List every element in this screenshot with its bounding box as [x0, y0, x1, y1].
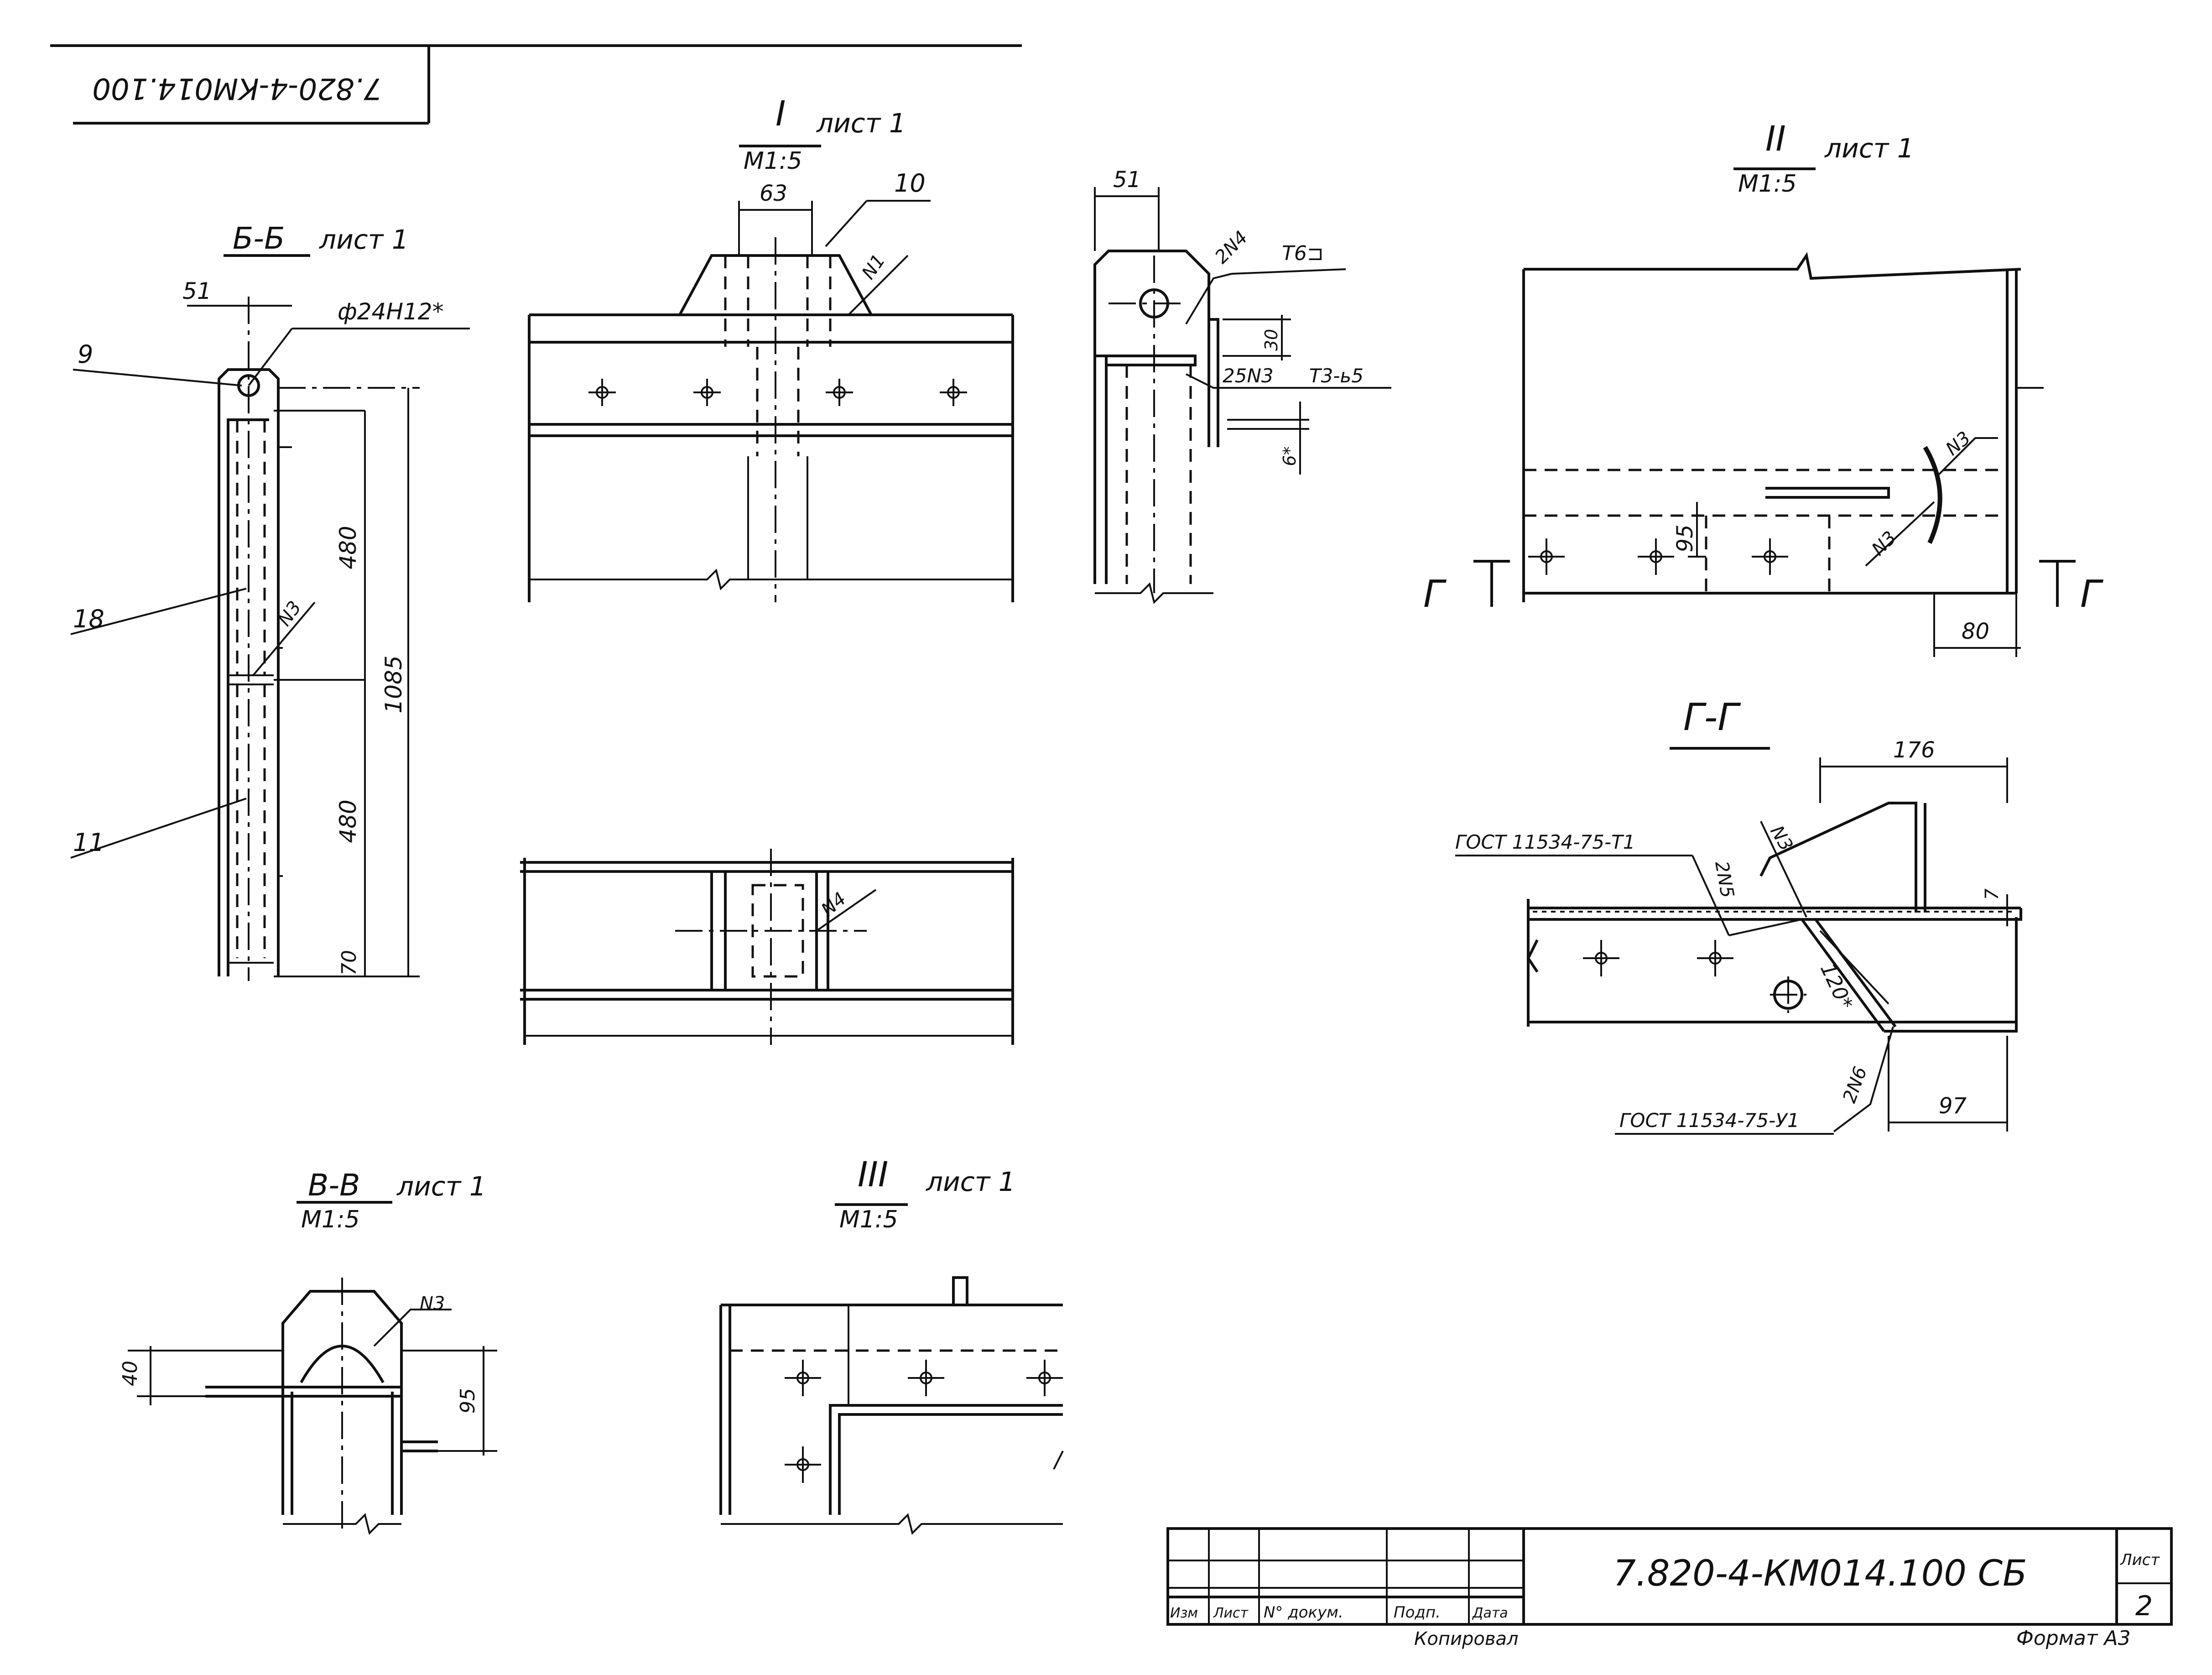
section-gg-title: Г-Г	[1683, 696, 1741, 739]
dim-51a: 51	[182, 278, 212, 304]
view-i-title: I	[776, 93, 786, 134]
bolt-holes-ii	[1528, 538, 1788, 575]
weld-n3e: N3	[420, 1293, 445, 1314]
weld-n4: N4	[817, 888, 850, 921]
pos-11: 11	[73, 828, 104, 857]
view-vv: В-В лист 1 M1:5 40 95 N3	[119, 1168, 497, 1535]
weld-n3d: N3	[1766, 822, 1797, 855]
dim-6: 6*	[1280, 446, 1300, 466]
view-iii: III лист 1 M1:5	[719, 1154, 1064, 1535]
dim-97: 97	[1939, 1093, 1967, 1119]
view-iii-title: III	[858, 1154, 888, 1195]
dim-7: 7	[1982, 888, 2003, 900]
bolt-holes-iii	[785, 1360, 1063, 1483]
bolt-holes-gg	[1583, 940, 1733, 976]
title-block: Изм Лист N° докум. Подп. Дата 7.820-4-КМ…	[1166, 1527, 2173, 1650]
view-i-scale: M1:5	[744, 147, 802, 175]
weld-t6: Т6⊐	[1282, 242, 1324, 265]
view-vv-scale: M1:5	[301, 1206, 360, 1233]
top-stamp: 7.820-4-КМ014.100	[50, 44, 1022, 125]
view-i-side: 51 2N4 Т6⊐ 30 25N3 Т3-ь5 6*	[1093, 167, 1391, 604]
bolt-holes-i	[588, 379, 967, 406]
weld-2n4: 2N4	[1211, 227, 1252, 268]
dim-63: 63	[760, 181, 787, 206]
section-g-left: Г	[1423, 573, 1447, 616]
gost-u1: ГОСТ 11534-75-У1	[1619, 1109, 1799, 1132]
stamp-code: 7.820-4-КМ014.100	[92, 71, 382, 105]
view-ii-title: II	[1765, 118, 1786, 159]
weld-2n5: 2N5	[1711, 860, 1738, 900]
view-vv-sheet: лист 1	[396, 1171, 486, 1202]
view-i-plan: N4	[520, 849, 1014, 1045]
dim-80: 80	[1962, 619, 1989, 644]
view-bb-sheet: лист 1	[319, 224, 409, 255]
view-ii: II лист 1 M1:5 95 N3 N3 80 Г Г	[1423, 118, 2104, 657]
tb-sheet-number: 2	[2135, 1590, 2153, 1622]
pos-10: 10	[894, 169, 926, 198]
weld-25n3: 25N3	[1223, 365, 1274, 387]
weld-n3b: N3	[1942, 428, 1975, 460]
tb-designation: 7.820-4-КМ014.100 СБ	[1613, 1553, 2027, 1594]
dim-51b: 51	[1113, 167, 1141, 193]
view-i-sheet: лист 1	[816, 108, 906, 139]
view-ii-sheet: лист 1	[1824, 133, 1914, 164]
pos-9: 9	[78, 340, 93, 369]
dim-480a: 480	[335, 526, 361, 569]
dim-40: 40	[119, 1361, 142, 1386]
tb-copied: Копировал	[1414, 1628, 1519, 1649]
hole-label: ф24Н12*	[338, 298, 444, 325]
tb-col-doc: N° докум.	[1264, 1603, 1343, 1622]
tb-col-sign: Подп.	[1394, 1603, 1441, 1622]
tb-col-date: Дата	[1472, 1605, 1508, 1621]
dim-70: 70	[338, 950, 361, 976]
dim-95a: 95	[1672, 524, 1698, 552]
view-ii-scale: M1:5	[1738, 170, 1797, 198]
dim-95b: 95	[456, 1388, 479, 1414]
section-gg: Г-Г 176 ГОСТ 11534-75-Т1 N3 2N5 7 120* 2…	[1455, 696, 2022, 1135]
view-vv-title: В-В	[308, 1168, 360, 1203]
tb-col-list: Лист	[1213, 1605, 1249, 1621]
section-g-right: Г	[2080, 573, 2104, 616]
weld-n3c: N3	[1868, 527, 1901, 560]
view-i: I лист 1 M1:5 63 10 N1	[528, 93, 1014, 602]
dim-30: 30	[1261, 329, 1281, 351]
view-bb: Б-Б лист 1 51 ф24Н12* 480 480 1085 70 9 …	[70, 221, 470, 981]
weld-t3: Т3-ь5	[1309, 365, 1364, 387]
dim-1085: 1085	[380, 655, 407, 713]
pos-18: 18	[73, 605, 104, 633]
tb-format: Формат А3	[2016, 1627, 2131, 1650]
gost-t1: ГОСТ 11534-75-Т1	[1455, 831, 1635, 853]
dim-176: 176	[1893, 737, 1935, 763]
weld-2n6: 2N6	[1839, 1064, 1871, 1106]
tb-col-izm: Изм	[1170, 1605, 1198, 1621]
dim-480b: 480	[335, 799, 361, 843]
view-iii-sheet: лист 1	[926, 1166, 1015, 1197]
view-bb-title: Б-Б	[233, 221, 285, 256]
tb-sheet-label: Лист	[2119, 1551, 2160, 1569]
view-iii-scale: M1:5	[839, 1206, 898, 1233]
